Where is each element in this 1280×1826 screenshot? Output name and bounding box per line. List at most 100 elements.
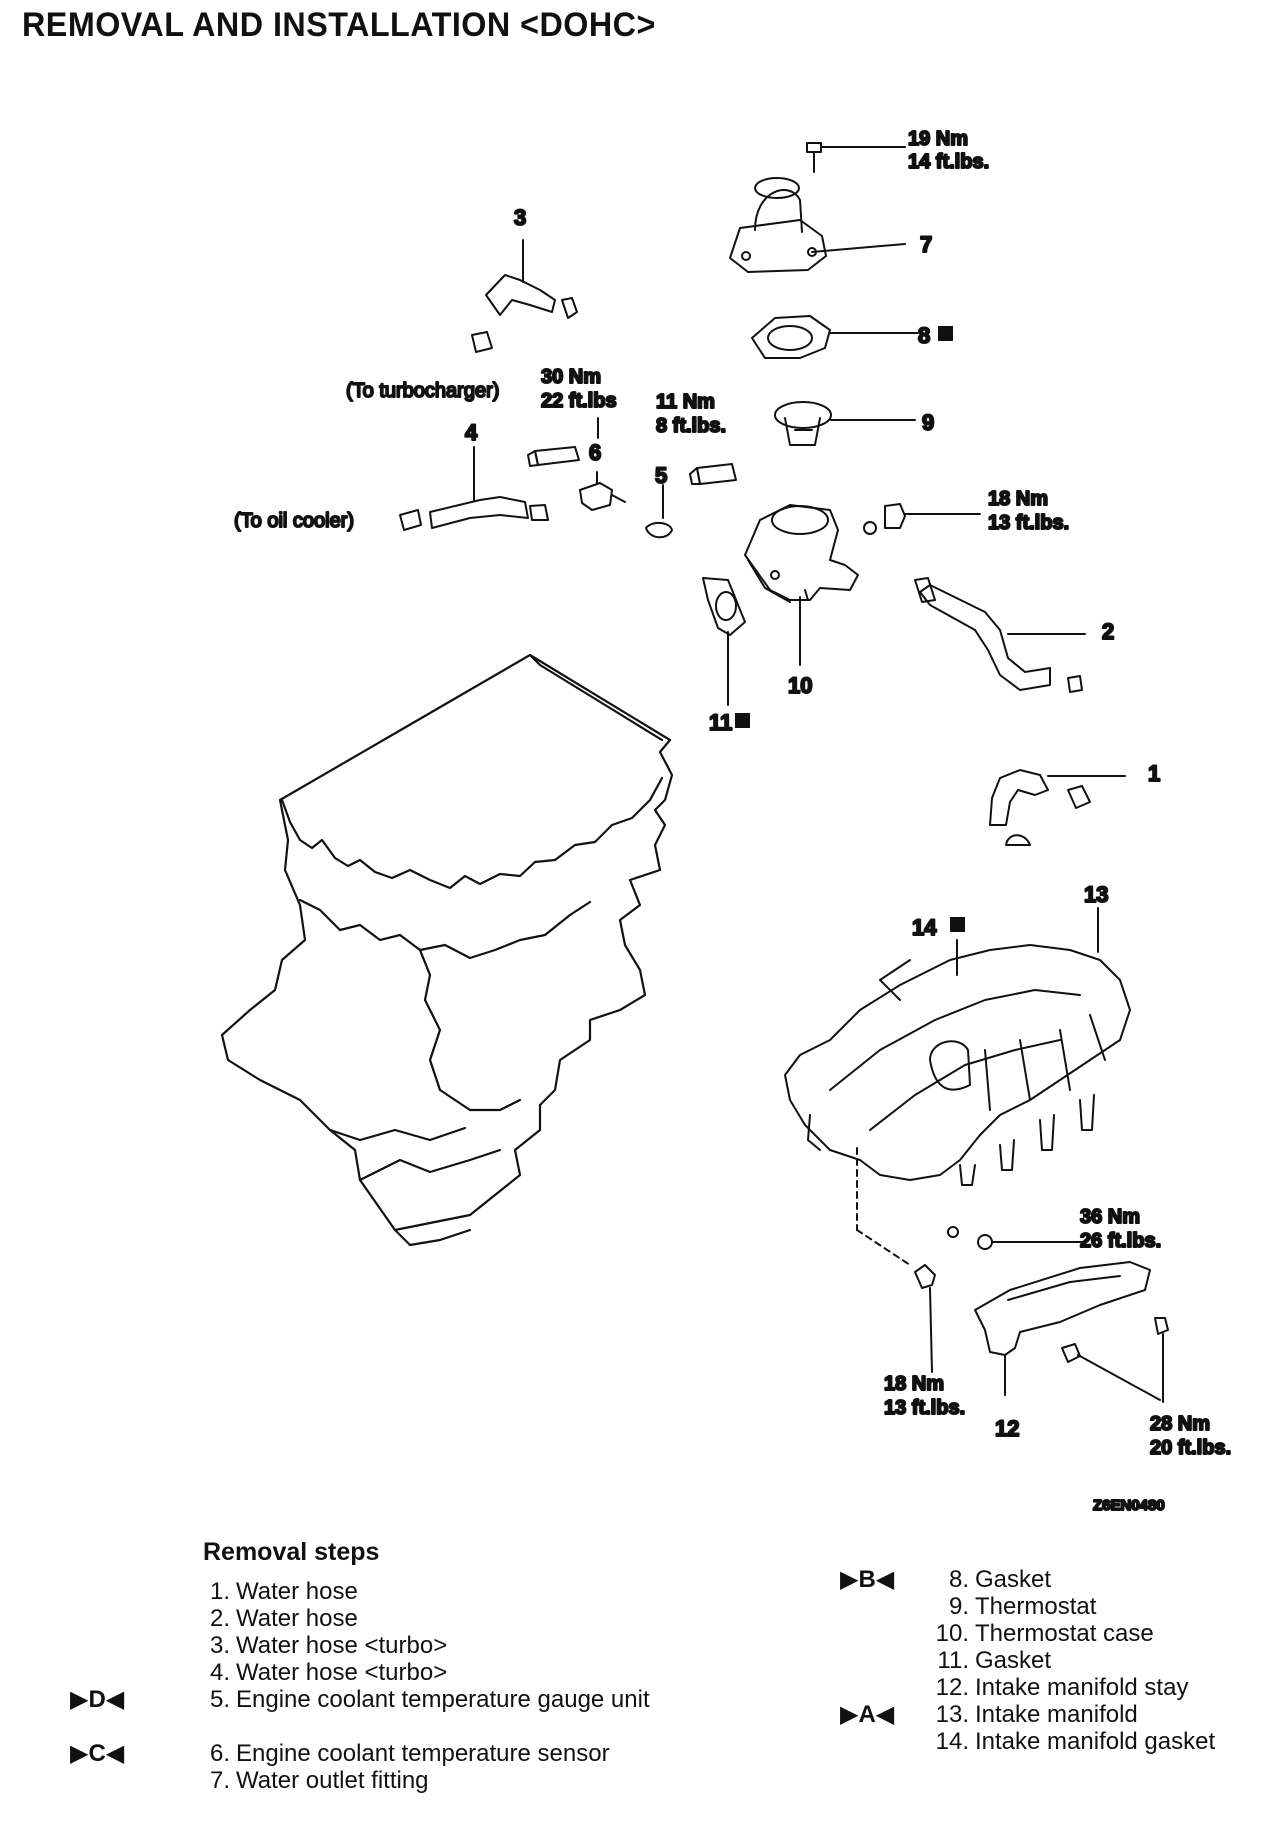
- step-text: Water hose <turbo>: [236, 1659, 448, 1686]
- removal-steps-title: Removal steps: [203, 1538, 380, 1566]
- note-to-turbocharger: (To turbocharger): [346, 380, 499, 402]
- step-text: Intake manifold: [975, 1701, 1138, 1728]
- list-item: ▶B◀ 8.Gasket: [840, 1566, 1215, 1593]
- new-part-mark-11-letter: N: [738, 715, 747, 729]
- list-item: 9.Thermostat: [925, 1593, 1215, 1620]
- callout-8: 8: [918, 323, 930, 348]
- step-text: Thermostat: [975, 1593, 1097, 1620]
- service-point-mark: ▶B◀: [840, 1566, 895, 1593]
- torque-19-nm: 19 Nm: [908, 128, 968, 150]
- list-item: 2.Water hose: [198, 1605, 686, 1632]
- water-hose-2: [914, 577, 1086, 693]
- list-item: ▶A◀ 13.Intake manifold: [840, 1701, 1215, 1728]
- step-text: Water hose <turbo>: [236, 1632, 448, 1659]
- list-item: 4.Water hose <turbo>: [198, 1659, 686, 1686]
- list-item: ▶C◀ 6.Engine coolant temperature sensor: [70, 1740, 686, 1767]
- callout-6: 6: [589, 440, 601, 465]
- torque-18-nm-upper: 18 Nm: [988, 488, 1048, 510]
- note-to-oil-cooler: (To oil cooler): [234, 510, 354, 532]
- step-text: Engine coolant temperature gauge unit: [236, 1686, 650, 1713]
- list-item: 3.Water hose <turbo>: [198, 1632, 686, 1659]
- step-number: 4.: [209, 1659, 230, 1686]
- torque-30-nm: 30 Nm: [541, 366, 601, 388]
- callout-2: 2: [1102, 619, 1114, 644]
- torque-19-ftlbs: 14 ft.lbs.: [908, 151, 989, 173]
- step-number: 1.: [209, 1578, 230, 1605]
- step-text: Thermostat case: [975, 1620, 1154, 1647]
- list-item: 11.Gasket: [925, 1647, 1215, 1674]
- list-item: 10.Thermostat case: [925, 1620, 1215, 1647]
- step-number: 11.: [937, 1647, 969, 1674]
- step-text: Gasket: [975, 1647, 1052, 1674]
- torque-18-ftlbs-lower: 13 ft.lbs.: [884, 1397, 965, 1419]
- step-text: Engine coolant temperature sensor: [236, 1740, 610, 1767]
- callout-1: 1: [1148, 761, 1160, 786]
- water-hose-4: [399, 446, 549, 531]
- step-number: 2.: [209, 1605, 230, 1632]
- callout-14: 14: [912, 915, 937, 940]
- water-outlet-fitting: [729, 142, 906, 273]
- step-number: 12.: [935, 1674, 969, 1701]
- torque-36-ftlbs: 26 ft.lbs.: [1080, 1230, 1161, 1252]
- thermostat: [774, 401, 916, 446]
- callout-3: 3: [514, 205, 526, 230]
- list-item: 12.Intake manifold stay: [925, 1674, 1215, 1701]
- new-part-mark-8: [938, 326, 953, 341]
- coolant-temperature-gauge-unit: [645, 463, 737, 539]
- figure-id: Z6EN0480: [1093, 1497, 1165, 1514]
- page-title: REMOVAL AND INSTALLATION <DOHC>: [22, 6, 656, 44]
- step-text: Water hose: [236, 1578, 358, 1605]
- step-text: Gasket: [975, 1566, 1052, 1593]
- torque-28-nm: 28 Nm: [1150, 1413, 1210, 1435]
- callout-10: 10: [788, 673, 812, 698]
- service-point-mark: ▶D◀: [70, 1686, 125, 1713]
- intake-manifold-stay: [914, 1261, 1169, 1403]
- list-item: 14.Intake manifold gasket: [925, 1728, 1216, 1755]
- callout-5: 5: [655, 463, 667, 488]
- gasket-8: [751, 315, 919, 359]
- list-item: 7.Water outlet fitting: [198, 1767, 686, 1794]
- callout-13: 13: [1084, 882, 1108, 907]
- water-hose-1: [989, 769, 1126, 846]
- callout-7: 7: [920, 232, 932, 257]
- engine-block: [220, 653, 674, 1247]
- thermostat-case: [744, 503, 981, 666]
- step-number: 9.: [948, 1593, 969, 1620]
- intake-manifold: [784, 907, 1131, 1266]
- step-text: Water hose: [236, 1605, 358, 1632]
- step-number: 8.: [948, 1566, 969, 1593]
- step-number: 7.: [209, 1767, 230, 1794]
- step-number: 6.: [209, 1740, 230, 1767]
- gasket-11: [702, 577, 746, 706]
- new-part-mark-14: [950, 917, 965, 932]
- callout-4: 4: [465, 420, 478, 445]
- exploded-view-diagram: 3 7 8 N 9 4 6 5 2 10 11 N 1 13 14 N 12 1…: [220, 127, 1232, 1515]
- new-part-mark-8-letter: N: [941, 328, 950, 342]
- callout-11: 11: [709, 710, 732, 735]
- torque-30-ftlbs: 22 ft.lbs: [541, 390, 617, 412]
- torque-36-nm: 36 Nm: [1080, 1206, 1140, 1228]
- list-item: 1.Water hose: [198, 1578, 686, 1605]
- removal-steps-list-left: 1.Water hose 2.Water hose 3.Water hose <…: [70, 1578, 686, 1794]
- service-point-mark: ▶A◀: [840, 1701, 895, 1728]
- callout-9: 9: [922, 410, 934, 435]
- step-text: Intake manifold stay: [975, 1674, 1189, 1701]
- water-hose-3: [471, 239, 578, 353]
- step-text: Intake manifold gasket: [975, 1728, 1216, 1755]
- step-number: 5.: [209, 1686, 230, 1713]
- torque-11-ftlbs: 8 ft.lbs.: [656, 415, 726, 437]
- new-part-mark-11: [735, 713, 750, 728]
- removal-steps-list-right: ▶B◀8.Gasket 9.Thermostat 10.Thermostat c…: [840, 1566, 1216, 1755]
- torque-18-nm-lower: 18 Nm: [884, 1373, 944, 1395]
- step-number: 13.: [935, 1701, 969, 1728]
- list-item: ▶D◀ 5.Engine coolant temperature gauge un…: [70, 1686, 686, 1740]
- step-number: 3.: [209, 1632, 230, 1659]
- new-part-mark-14-letter: N: [953, 919, 962, 933]
- torque-11-nm: 11 Nm: [656, 391, 715, 413]
- service-point-mark: ▶C◀: [70, 1740, 125, 1767]
- callout-12: 12: [995, 1416, 1019, 1441]
- step-number: 10.: [935, 1620, 969, 1647]
- torque-28-ftlbs: 20 ft.lbs.: [1150, 1437, 1231, 1459]
- step-text: Water outlet fitting: [236, 1767, 429, 1794]
- coolant-temperature-sensor: [527, 417, 626, 511]
